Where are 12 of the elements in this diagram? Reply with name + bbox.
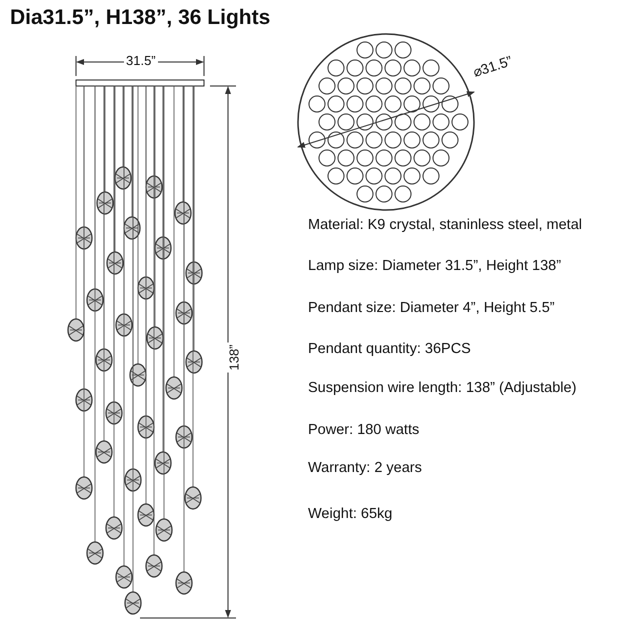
spec-text: Power: 180 watts xyxy=(308,422,420,438)
dimension-label: 31.5” xyxy=(124,53,158,68)
spec-text: Lamp size: Diameter 31.5”, Height 138” xyxy=(308,258,562,274)
spec-text: Pendant quantity: 36PCS xyxy=(308,341,471,357)
spec-text: Material: K9 crystal, staninless steel, metal xyxy=(308,217,582,233)
dimension-label: 138” xyxy=(226,342,242,373)
spec-text: Pendant size: Diameter 4”, Height 5.5” xyxy=(308,300,555,316)
spec-text: Suspension wire length: 138” (Adjustable) xyxy=(308,380,576,396)
spec-text: Warranty: 2 years xyxy=(308,460,422,476)
spec-text: Weight: 65kg xyxy=(308,506,392,522)
dimension-label: ⌀31.5” xyxy=(471,52,514,80)
title: Dia31.5”, H138”, 36 Lights xyxy=(10,6,270,30)
